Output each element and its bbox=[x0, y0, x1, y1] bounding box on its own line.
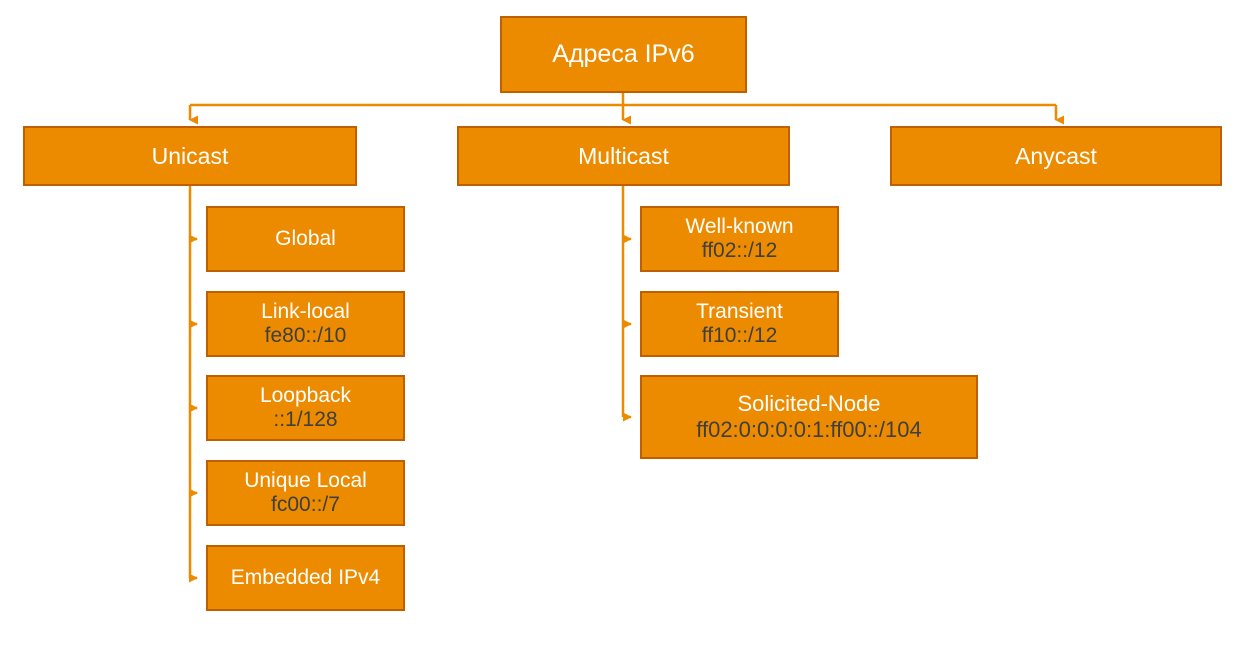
node-unicast-embedded-ipv4-label: Embedded IPv4 bbox=[230, 565, 381, 589]
node-multicast-transient-label: Transient bbox=[696, 299, 783, 323]
node-multicast-solicited-node-label: Solicited-Node bbox=[737, 391, 881, 417]
node-anycast[interactable]: Anycast bbox=[890, 126, 1222, 186]
node-multicast-well-known[interactable]: Well-known ff02::/12 bbox=[640, 206, 839, 272]
node-multicast-well-known-prefix: ff02::/12 bbox=[701, 239, 778, 262]
node-multicast-transient[interactable]: Transient ff10::/12 bbox=[640, 291, 839, 357]
node-unicast-link-local-label: Link-local bbox=[261, 299, 350, 323]
node-root-ipv6-addresses[interactable]: Адреса IPv6 bbox=[500, 16, 747, 93]
node-unicast-link-local[interactable]: Link-local fe80::/10 bbox=[206, 291, 405, 357]
node-multicast-solicited-node-prefix: ff02:0:0:0:0:1:ff00::/104 bbox=[696, 417, 922, 442]
node-unicast-global-label: Global bbox=[275, 226, 336, 250]
node-unicast-loopback-prefix: ::1/128 bbox=[273, 408, 338, 431]
node-unicast-unique-local-prefix: fc00::/7 bbox=[271, 493, 340, 516]
node-unicast-global[interactable]: Global bbox=[206, 206, 405, 272]
node-unicast-label: Unicast bbox=[151, 142, 229, 169]
node-unicast-loopback-label: Loopback bbox=[259, 383, 352, 407]
node-multicast-label: Multicast bbox=[578, 142, 669, 169]
node-unicast[interactable]: Unicast bbox=[23, 126, 357, 186]
node-multicast-solicited-node[interactable]: Solicited-Node ff02:0:0:0:0:1:ff00::/104 bbox=[640, 375, 978, 459]
node-anycast-label: Anycast bbox=[1015, 142, 1097, 169]
node-unicast-unique-local[interactable]: Unique Local fc00::/7 bbox=[206, 460, 405, 526]
node-multicast-well-known-label: Well-known bbox=[685, 214, 794, 238]
node-multicast[interactable]: Multicast bbox=[457, 126, 790, 186]
node-unicast-embedded-ipv4[interactable]: Embedded IPv4 bbox=[206, 545, 405, 611]
node-unicast-loopback[interactable]: Loopback ::1/128 bbox=[206, 375, 405, 441]
node-multicast-transient-prefix: ff10::/12 bbox=[701, 324, 778, 347]
node-unicast-unique-local-label: Unique Local bbox=[244, 468, 367, 492]
node-unicast-link-local-prefix: fe80::/10 bbox=[264, 324, 347, 347]
node-root-label: Адреса IPv6 bbox=[552, 40, 695, 68]
